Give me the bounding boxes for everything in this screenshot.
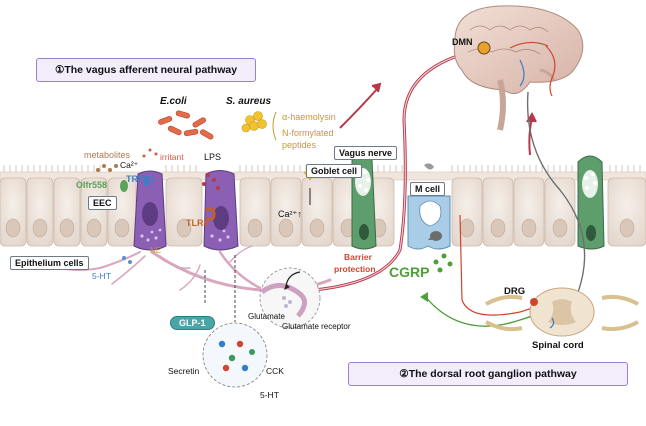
- cgrp-label: CGRP: [389, 264, 430, 280]
- goblet-cell-right: [577, 155, 605, 250]
- formylated-label-1: N-formylated: [282, 128, 334, 138]
- olfr558-label: Olfr558: [76, 180, 108, 190]
- olfr558-receptor: [120, 180, 128, 192]
- ascending-arrows: [339, 82, 537, 156]
- metabolites-label: metabolites: [84, 150, 131, 160]
- glutamate-receptor-label: Glutamate receptor: [282, 322, 351, 331]
- serotonin-label: 5-HT: [92, 271, 111, 281]
- glp1-badge: GLP-1: [170, 316, 215, 330]
- vagus-nerve-path: [279, 50, 471, 294]
- eec-cell-left: [133, 170, 167, 251]
- tlr4-label: TLR4: [186, 218, 209, 228]
- spinal-cord-label: Spinal cord: [532, 340, 584, 351]
- goblet-cell-center: [351, 154, 377, 250]
- hormone-circle: [202, 322, 268, 388]
- cck-label: CCK: [266, 366, 284, 376]
- toxin-bracket: [272, 111, 277, 141]
- saureus-label: S. aureus: [226, 96, 272, 107]
- spinal-cord-section: [485, 287, 639, 337]
- trpa1-label: TRPA1: [126, 174, 155, 184]
- brain: [453, 5, 584, 131]
- dmn-label: DMN: [452, 37, 473, 47]
- saureus-bacteria: [241, 111, 267, 133]
- eec-cell-right: [203, 170, 239, 251]
- ecoli-bacteria: [158, 110, 214, 140]
- lps-label: LPS: [204, 152, 222, 162]
- goblet-cell-label: Goblet cell: [306, 164, 363, 178]
- glutamate-synapse: [259, 267, 321, 329]
- ecoli-label: E.coli: [160, 96, 187, 107]
- barrier-label-1: Barrier: [344, 252, 372, 262]
- secretin-label: Secretin: [168, 366, 200, 376]
- haemolysin-label: α-haemolysin: [282, 112, 336, 122]
- lps-dots: [202, 173, 220, 190]
- formylated-label-2: peptides: [282, 140, 317, 150]
- serotonin-bottom-label: 5-HT: [260, 390, 279, 400]
- vagus-nerve-label: Vagus nerve: [334, 146, 398, 160]
- irritant-dots: [142, 148, 158, 158]
- irritant-label: irritant: [160, 152, 184, 162]
- drg-pathway-wires: [420, 91, 586, 327]
- calcium-label: Ca²⁺: [120, 160, 139, 170]
- calcium-up-label: Ca²⁺↑: [278, 209, 302, 219]
- vagus-pathway-banner: ①The vagus afferent neural pathway: [36, 58, 256, 82]
- epithelium-cells-label: Epithelium cells: [10, 256, 89, 270]
- drg-label: DRG: [504, 286, 526, 297]
- trpa1-receptor: [144, 176, 149, 186]
- ne-label: NE: [150, 246, 162, 255]
- metabolite-dots: [96, 164, 118, 172]
- cgrp-dots: [433, 253, 453, 273]
- m-cell-label: M cell: [410, 182, 446, 196]
- barrier-label-2: protection: [334, 264, 376, 274]
- glutamate-label: Glutamate: [248, 312, 285, 321]
- serotonin-dots: [122, 256, 132, 264]
- tlr4-receptor: [205, 207, 216, 221]
- m-cell: [407, 163, 451, 250]
- eec-label: EEC: [88, 196, 117, 210]
- drg-pathway-banner: ②The dorsal root ganglion pathway: [348, 362, 628, 386]
